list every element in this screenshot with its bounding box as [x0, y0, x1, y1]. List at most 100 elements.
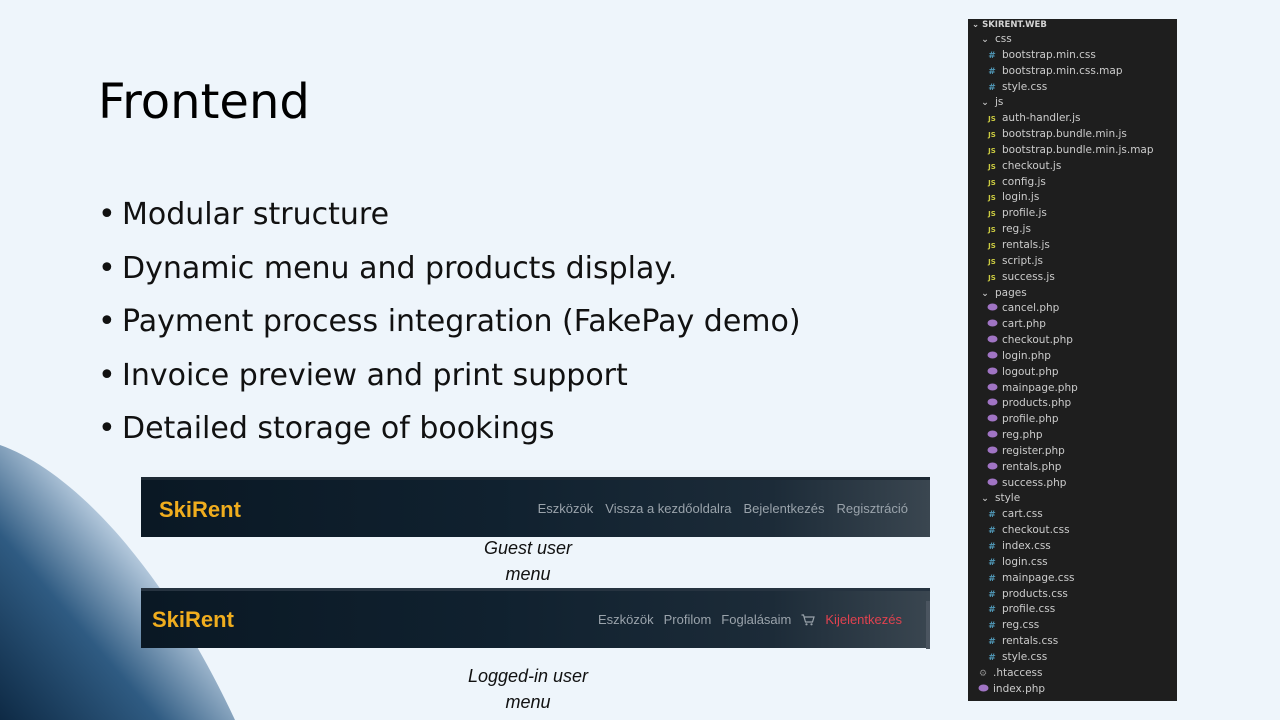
css-file-icon: # [988, 589, 996, 600]
file-item[interactable]: index.php [968, 682, 1177, 698]
file-item[interactable]: # mainpage.css [968, 571, 1177, 587]
brand-logo[interactable]: SkiRent [152, 607, 234, 632]
file-item[interactable]: # bootstrap.min.css [968, 48, 1177, 64]
bullet-list: Modular structure Dynamic menu and produ… [98, 193, 801, 461]
php-file-icon [985, 413, 999, 429]
file-item[interactable]: products.php [968, 396, 1177, 412]
file-item[interactable]: #style.css [968, 650, 1177, 666]
css-file-icon: # [988, 573, 996, 584]
file-label: css [995, 33, 1012, 45]
file-label: bootstrap.min.css.map [1002, 64, 1123, 77]
file-label: products.php [1002, 397, 1072, 410]
brand-logo[interactable]: SkiRent [159, 497, 241, 522]
chevron-down-icon: ⌄ [981, 98, 989, 109]
file-item[interactable]: login.php [968, 349, 1177, 365]
file-label: success.php [1002, 476, 1067, 489]
file-item[interactable]: ⚙.htaccess [968, 666, 1177, 682]
file-item[interactable]: cart.php [968, 317, 1177, 333]
file-label: rentals.css [1002, 635, 1059, 648]
css-file-icon: # [988, 542, 996, 552]
css-file-icon: # [988, 557, 996, 568]
css-file-icon: # [988, 637, 996, 648]
file-label: style.css [1002, 80, 1048, 93]
slide-title: Frontend [98, 74, 310, 130]
file-label: rentals.php [1002, 460, 1062, 473]
file-label: register.php [1002, 444, 1065, 457]
file-item[interactable]: logout.php [968, 365, 1177, 381]
nav-link-eszkozok[interactable]: Eszközök [597, 612, 654, 627]
php-file-icon [985, 445, 999, 461]
explorer-root[interactable]: ⌄ SKIRENT.WEB [968, 19, 1177, 32]
js-file-icon: JS [988, 194, 996, 203]
file-item[interactable]: #style.css [968, 80, 1177, 96]
file-label: reg.js [1002, 223, 1031, 236]
explorer-tree: ⌄css#bootstrap.min.css#bootstrap.min.css… [968, 32, 1177, 697]
nav-link-login[interactable]: Bejelentkezés [743, 501, 825, 516]
file-label: rentals.js [1002, 238, 1050, 251]
file-label: login.css [1002, 555, 1048, 568]
file-label: bootstrap.min.css [1002, 48, 1096, 61]
file-item[interactable]: register.php [968, 444, 1177, 460]
css-file-icon: # [988, 652, 996, 663]
file-item[interactable]: checkout.php [968, 333, 1177, 349]
php-file-icon [985, 397, 999, 413]
php-file-icon [985, 429, 999, 445]
file-label: auth-handler.js [1002, 112, 1081, 125]
file-item[interactable]: # login.css [968, 555, 1177, 571]
nav-link-home[interactable]: Vissza a kezdőoldalra [605, 501, 732, 516]
file-label: index.php [993, 682, 1046, 695]
nav-link-eszkozok[interactable]: Eszközök [537, 501, 594, 516]
php-file-icon [985, 382, 999, 398]
file-item[interactable]: #checkout.css [968, 523, 1177, 539]
folder-item[interactable]: ⌄ js [968, 95, 1177, 111]
file-item[interactable]: #reg.css [968, 618, 1177, 634]
file-item[interactable]: mainpage.php [968, 381, 1177, 397]
file-label: cancel.php [1002, 302, 1060, 315]
file-item[interactable]: # rentals.css [968, 634, 1177, 650]
folder-item[interactable]: ⌄css [968, 32, 1177, 48]
cart-icon[interactable] [801, 613, 816, 626]
file-label: profile.css [1002, 603, 1056, 616]
file-item[interactable]: cancel.php [968, 301, 1177, 317]
file-item[interactable]: success.php [968, 476, 1177, 492]
file-item[interactable]: #products.css [968, 587, 1177, 603]
nav-link-logout[interactable]: Kijelentkezés [825, 612, 902, 627]
file-item[interactable]: #index.css [968, 539, 1177, 555]
php-file-icon [985, 334, 999, 350]
file-item[interactable]: JS rentals.js [968, 238, 1177, 254]
file-item[interactable]: rentals.php [968, 460, 1177, 476]
file-label: cart.php [1002, 318, 1046, 331]
file-item[interactable]: profile.php [968, 412, 1177, 428]
file-item[interactable]: #bootstrap.min.css.map [968, 64, 1177, 80]
js-file-icon: JS [988, 241, 996, 250]
caption-line: menu [505, 692, 551, 712]
nav-link-register[interactable]: Regisztráció [836, 501, 908, 516]
caption-line: Logged-in user [467, 666, 589, 686]
file-item[interactable]: reg.php [968, 428, 1177, 444]
folder-item[interactable]: ⌄style [968, 491, 1177, 507]
caption-line: Guest user [483, 538, 573, 558]
folder-item[interactable]: ⌄pages [968, 286, 1177, 302]
file-item[interactable]: #cart.css [968, 507, 1177, 523]
file-item[interactable]: #profile.css [968, 602, 1177, 618]
file-label: js [995, 96, 1004, 109]
js-file-icon: JS [988, 131, 996, 140]
file-label: mainpage.css [1002, 571, 1075, 584]
bullet-item: Dynamic menu and products display. [98, 247, 801, 301]
nav-link-profile[interactable]: Profilom [663, 612, 712, 627]
css-file-icon: # [988, 621, 996, 632]
nav-link-bookings[interactable]: Foglalásaim [721, 612, 792, 627]
css-file-icon: # [988, 50, 996, 61]
css-file-icon: # [988, 526, 996, 537]
